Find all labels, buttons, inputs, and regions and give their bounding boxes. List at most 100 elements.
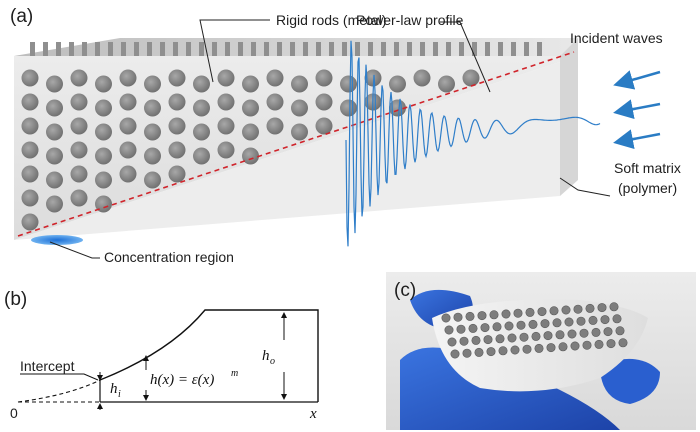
rod [21,117,39,135]
rod-top [303,42,308,56]
rod [95,195,112,213]
rod-top [381,42,386,56]
rod-top [160,42,165,56]
sample-rod [441,313,451,323]
rod [46,195,63,213]
rod [144,123,161,141]
profile-label: Power-law profile [356,12,464,28]
panel-a: (a) Rigid rods (metal) Power-law profile… [10,6,681,265]
rod [266,69,284,87]
rod-top [277,42,282,56]
sample-rod [468,323,478,333]
sample-rod [564,317,574,327]
panel-a-label: (a) [10,6,33,27]
sample-rod [588,315,598,325]
sample-rod [513,308,523,318]
sample-rod [519,332,529,342]
sample-rod [495,334,505,344]
rod-top [446,42,451,56]
sample-rod [507,333,517,343]
sample-rod [456,324,466,334]
sample-rod [465,311,475,321]
rod [193,147,210,165]
rod [217,69,235,87]
sample-rod [573,304,583,314]
rod [70,189,88,207]
matrix-label-2: (polymer) [618,180,677,196]
rod [193,75,210,93]
rod-top [238,42,243,56]
rod-top [186,42,191,56]
sample-rod [459,336,469,346]
rod [168,165,186,183]
rod [21,93,39,111]
sample-rod [579,328,589,338]
rod [242,147,259,165]
intercept-leader [20,373,99,381]
rod-top [251,42,256,56]
rod [95,123,112,141]
panel-b-label: (b) [4,289,27,310]
rod [315,93,333,111]
rod [291,123,308,141]
rod [95,171,112,189]
rod [462,69,480,87]
rod-top [212,42,217,56]
rod-top [368,42,373,56]
rod-top [30,42,35,56]
sample-rod [450,349,460,359]
sample-rod [606,339,616,349]
rod [119,165,137,183]
rod [168,117,186,135]
rod [46,123,63,141]
sample-rod [453,312,463,322]
sample-rod [615,326,625,336]
rod-top [511,42,516,56]
formula: h(x) = ε(x) [150,372,214,388]
sample-rod [504,321,514,331]
sample-rod [501,309,511,319]
glove-right-finger [600,358,660,404]
incident-wave [345,40,601,247]
rod-top [173,42,178,56]
rod-top [43,42,48,56]
sample-rod [546,343,556,353]
rod-top [524,42,529,56]
sample-rod [444,325,454,335]
sample-rod [531,331,541,341]
sample-rod [447,337,457,347]
rod [340,75,357,93]
panel-b: (b) Intercept 0 x h i h(x) = ε(x) m h o [4,289,319,422]
formula-exponent: m [231,368,238,379]
concentration-region [31,235,83,245]
rod-top [459,42,464,56]
origin-label: 0 [10,405,18,421]
panel-c: (c) [386,272,696,430]
rod [144,75,161,93]
sample-rod [555,330,565,340]
sample-rod [483,335,493,345]
intercept-label: Intercept [20,358,75,374]
curve-extension [17,379,101,403]
ho-sub: o [270,356,275,367]
rod [46,99,63,117]
sample-rod [576,316,586,326]
rod [144,171,161,189]
rod-top [472,42,477,56]
rod [46,171,63,189]
matrix-label-1: Soft matrix [614,160,681,176]
rod-top [264,42,269,56]
rod-top [121,42,126,56]
sample-rod [549,306,559,316]
sample-rod [474,347,484,357]
rod [21,213,39,231]
concentration-leader [49,241,100,259]
sample-rod [570,341,580,351]
rod-top [342,42,347,56]
sample-rod [528,319,538,329]
rod [119,141,137,159]
rod-top [82,42,87,56]
incident-arrow-2 [613,99,661,120]
matrix-leader [559,177,611,197]
hi-label: h [110,381,118,397]
